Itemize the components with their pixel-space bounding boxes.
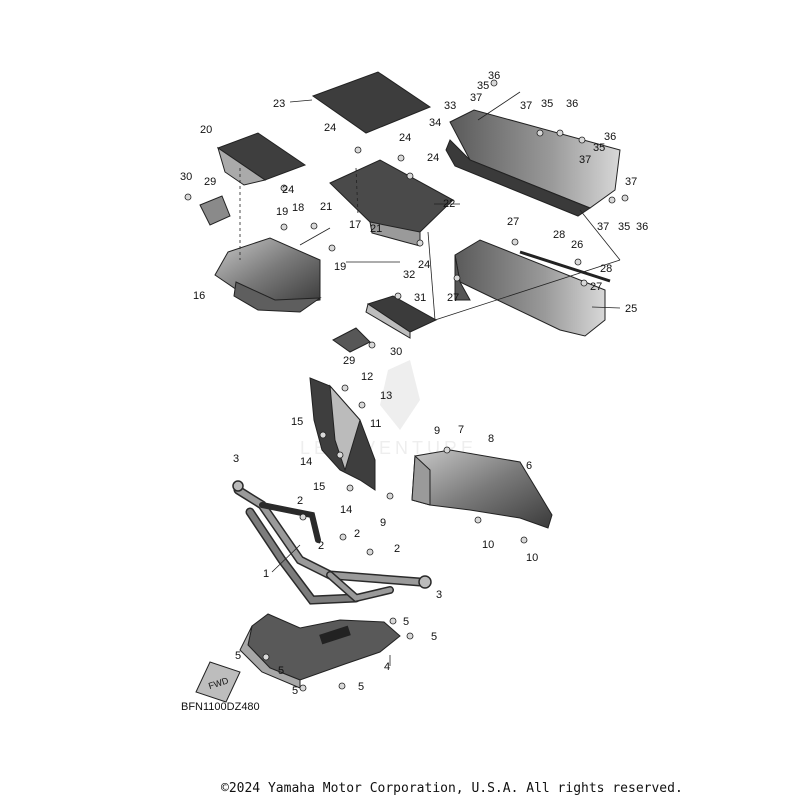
callout-12: 12 — [361, 371, 373, 383]
callout-6: 6 — [526, 460, 532, 472]
callout-8: 8 — [488, 433, 494, 445]
fasteners — [184, 79, 629, 692]
callout-37: 37 — [597, 221, 609, 233]
part-25-side-cover — [454, 239, 606, 337]
callout-14: 14 — [340, 504, 352, 516]
callout-20: 20 — [200, 124, 212, 136]
callout-24: 24 — [427, 152, 439, 164]
callout-3: 3 — [436, 589, 442, 601]
callout-27: 27 — [507, 216, 519, 228]
part-26-strip — [519, 250, 611, 283]
drawing-code: BFN1100DZ480 — [181, 701, 260, 713]
callout-32: 32 — [403, 269, 415, 281]
callout-2: 2 — [394, 543, 400, 555]
callout-5: 5 — [403, 616, 409, 628]
callout-31: 31 — [414, 292, 426, 304]
callout-22: 22 — [443, 198, 455, 210]
callout-18: 18 — [292, 202, 304, 214]
callout-37: 37 — [470, 92, 482, 104]
callout-23: 23 — [273, 98, 285, 110]
callout-37: 37 — [579, 154, 591, 166]
callout-24: 24 — [324, 122, 336, 134]
callout-27: 27 — [590, 281, 602, 293]
callout-9: 9 — [380, 517, 386, 529]
callout-35: 35 — [541, 98, 553, 110]
part-29-bracket-upper — [199, 195, 231, 226]
callout-30: 30 — [180, 171, 192, 183]
callout-3: 3 — [233, 453, 239, 465]
callout-35: 35 — [477, 80, 489, 92]
part-22-panel — [329, 159, 454, 247]
callout-13: 13 — [380, 390, 392, 402]
part-29-bracket-lower — [332, 327, 371, 353]
callout-35: 35 — [593, 142, 605, 154]
callout-29: 29 — [343, 355, 355, 367]
callout-7: 7 — [458, 424, 464, 436]
callout-36: 36 — [566, 98, 578, 110]
leader-lines — [239, 91, 621, 666]
callout-5: 5 — [235, 650, 241, 662]
callout-19: 19 — [276, 206, 288, 218]
callout-21: 21 — [370, 223, 382, 235]
copyright-notice: ©2024 Yamaha Motor Corporation, U.S.A. A… — [221, 781, 683, 796]
callout-36: 36 — [636, 221, 648, 233]
part-4-skid-plate — [239, 613, 401, 689]
callout-10: 10 — [482, 539, 494, 551]
part-23-mat — [311, 71, 432, 134]
callout-24: 24 — [418, 259, 430, 271]
callout-5: 5 — [358, 681, 364, 693]
callout-25: 25 — [625, 303, 637, 315]
callout-5: 5 — [292, 685, 298, 697]
part-16-housing — [214, 237, 322, 313]
callout-labels: 1 2 2 2 2 3 3 4 5 5 5 5 5 5 6 7 8 9 9 10… — [180, 70, 648, 697]
callout-35: 35 — [618, 221, 630, 233]
callout-19: 19 — [334, 261, 346, 273]
callout-27: 27 — [447, 292, 459, 304]
callout-2: 2 — [354, 528, 360, 540]
callout-28: 28 — [600, 263, 612, 275]
callout-21: 21 — [320, 201, 332, 213]
callout-34: 34 — [429, 117, 441, 129]
callout-33: 33 — [444, 100, 456, 112]
callout-17: 17 — [349, 219, 361, 231]
callout-15: 15 — [291, 416, 303, 428]
callout-37: 37 — [625, 176, 637, 188]
callout-36: 36 — [604, 131, 616, 143]
callout-16: 16 — [193, 290, 205, 302]
part-6-shield — [411, 449, 553, 529]
callout-26: 26 — [571, 239, 583, 251]
callout-5: 5 — [278, 665, 284, 677]
fwd-direction-arrow: FWD — [195, 661, 241, 703]
callout-5: 5 — [431, 631, 437, 643]
callout-2: 2 — [297, 495, 303, 507]
callout-28: 28 — [553, 229, 565, 241]
callout-4: 4 — [384, 661, 390, 673]
callout-9: 9 — [434, 425, 440, 437]
callout-2: 2 — [318, 540, 324, 552]
callout-24: 24 — [399, 132, 411, 144]
part-1-bumper-frame — [232, 480, 432, 605]
callout-10: 10 — [526, 552, 538, 564]
part-34-side-cover — [445, 109, 621, 217]
callout-30: 30 — [390, 346, 402, 358]
callout-37: 37 — [520, 100, 532, 112]
callout-29: 29 — [204, 176, 216, 188]
part-20-cover — [216, 132, 307, 186]
callout-36: 36 — [488, 70, 500, 82]
callout-11: 11 — [370, 418, 381, 430]
callout-14: 14 — [300, 456, 312, 468]
part-11-cover — [309, 377, 376, 491]
callout-24: 24 — [282, 184, 294, 196]
callout-1: 1 — [263, 568, 269, 580]
callout-15: 15 — [313, 481, 325, 493]
